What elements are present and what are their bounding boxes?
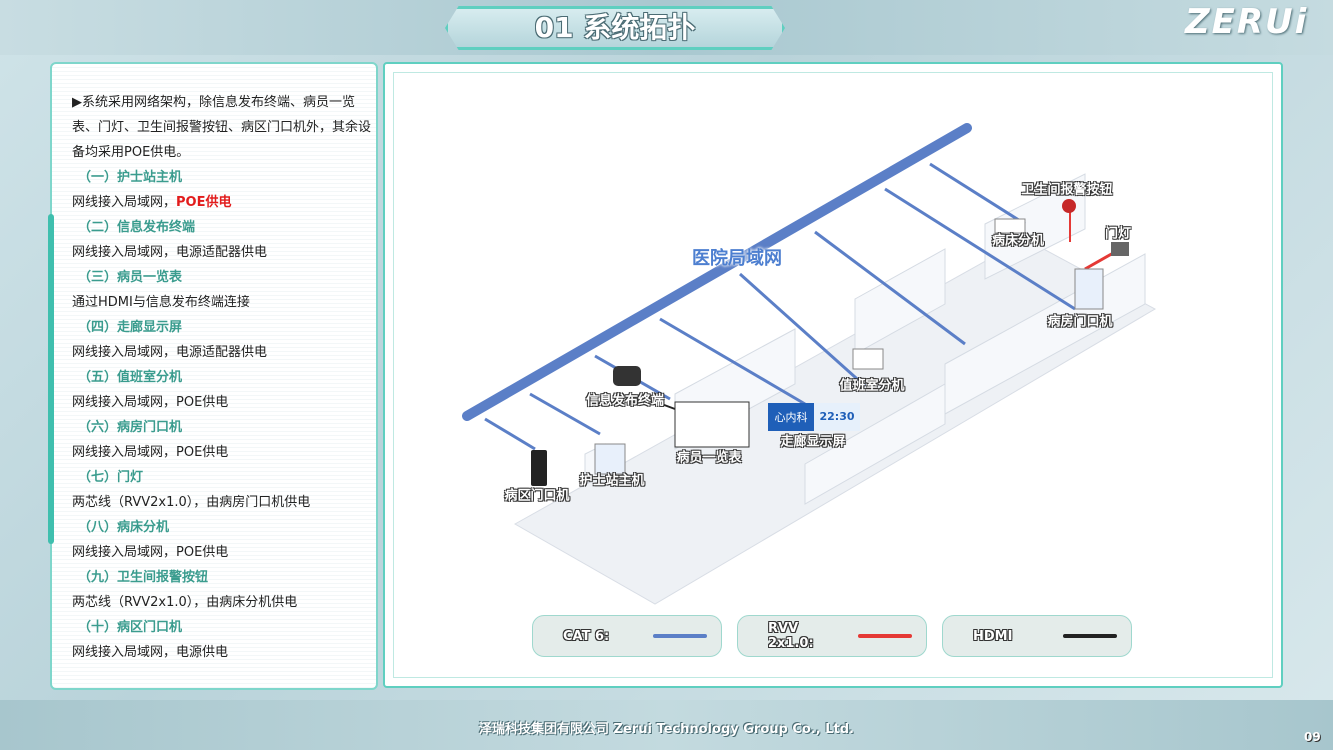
legend-label: RVV 2x1.0: [768, 621, 814, 651]
label-patient-list: 病员一览表 [676, 450, 742, 466]
corridor-screen: 心内科 22:30 [768, 403, 860, 431]
label-corridor-screen: 走廊显示屏 [780, 434, 846, 450]
page-title: 01 系统拓扑 [534, 11, 696, 44]
desc-text: 通过HDMI与信息发布终端连接 [72, 295, 250, 310]
ward-door-device-icon [1074, 268, 1104, 310]
label-toilet-alarm: 卫生间报警按钮 [1021, 182, 1113, 198]
section-heading: （十）病区门口机 [78, 620, 183, 635]
legend-hdmi: HDMI [942, 615, 1132, 657]
section-desc: 网线接入局域网，POE供电 [72, 440, 372, 465]
alarm-button-icon [1062, 199, 1076, 213]
desc-highlight: POE供电 [176, 195, 232, 210]
screen-dept: 心内科 [774, 411, 808, 424]
label-duty-ext: 值班室分机 [839, 378, 905, 394]
description-text: ▶系统采用网络架构，除信息发布终端、病员一览表、门灯、卫生间报警按钮、病区门口机… [72, 90, 372, 665]
legend-line [858, 634, 912, 638]
footer-company: 泽瑞科技集团有限公司 Zerui Technology Group Co., L… [479, 722, 854, 737]
section-heading: （九）卫生间报警按钮 [78, 570, 209, 585]
label-nurse-host: 护士站主机 [579, 473, 645, 489]
label-info-terminal: 信息发布终端 [585, 393, 665, 409]
section-heading: （五）值班室分机 [78, 370, 183, 385]
panel-accent [48, 214, 54, 544]
desc-text: 两芯线（RVV2x1.0），由病床分机供电 [72, 595, 298, 610]
section-desc: 网线接入局域网，电源供电 [72, 640, 372, 665]
screen-time: 22:30 [814, 403, 860, 431]
intro-text: ▶系统采用网络架构，除信息发布终端、病员一览表、门灯、卫生间报警按钮、病区门口机… [72, 95, 372, 160]
page-number: 09 [1304, 730, 1321, 744]
hdmi-line [639, 395, 676, 410]
desc-text: 网线接入局域网，POE供电 [72, 445, 229, 460]
section-heading: （三）病员一览表 [78, 270, 183, 285]
desc-text: 网线接入局域网，POE供电 [72, 545, 229, 560]
section-desc: 网线接入局域网，POE供电 [72, 190, 372, 215]
section-desc: 两芯线（RVV2x1.0），由病房门口机供电 [72, 490, 372, 515]
floor-plan-illustration [462, 123, 1157, 605]
desc-text: 网线接入局域网，电源供电 [72, 645, 229, 660]
door-light-icon [1111, 242, 1129, 256]
topology-panel [383, 62, 1283, 688]
desc-text: 网线接入局域网，电源适配器供电 [72, 345, 268, 360]
section-heading: （六）病房门口机 [78, 420, 183, 435]
section-desc: 网线接入局域网，POE供电 [72, 540, 372, 565]
label-area-door: 病区门口机 [504, 488, 570, 504]
bed-ext-icon [994, 218, 1026, 234]
legend-label: CAT 6: [563, 628, 610, 644]
section-desc: 两芯线（RVV2x1.0），由病床分机供电 [72, 590, 372, 615]
patient-list-screen [674, 401, 750, 448]
lan-backbone [462, 123, 972, 421]
title-frame [445, 6, 785, 50]
desc-text: 两芯线（RVV2x1.0），由病房门口机供电 [72, 495, 311, 510]
label-door-light: 门灯 [1104, 226, 1132, 242]
logo: ZERUi [1185, 2, 1309, 42]
section-desc: 通过HDMI与信息发布终端连接 [72, 290, 372, 315]
section-heading: （二）信息发布终端 [78, 220, 196, 235]
label-ward-door: 病房门口机 [1047, 314, 1113, 330]
info-terminal-icon [613, 366, 641, 386]
legend-rvv: RVV 2x1.0: [737, 615, 927, 657]
lan-label: 医院局域网 [692, 248, 782, 269]
section-desc: 网线接入局域网，电源适配器供电 [72, 240, 372, 265]
section-heading: （四）走廊显示屏 [78, 320, 183, 335]
nurse-host-icon [594, 443, 626, 475]
legend-cat6: CAT 6: [532, 615, 722, 657]
label-bed-ext: 病床分机 [991, 233, 1045, 249]
footer-bar [0, 700, 1333, 750]
section-heading: （一）护士站主机 [78, 170, 183, 185]
section-heading: （七）门灯 [78, 470, 144, 485]
desc-text: 网线接入局域网， [72, 195, 177, 210]
description-panel: ▶系统采用网络架构，除信息发布终端、病员一览表、门灯、卫生间报警按钮、病区门口机… [48, 62, 378, 690]
area-door-device-icon [531, 450, 547, 486]
section-heading: （八）病床分机 [78, 520, 170, 535]
desc-text: 网线接入局域网，电源适配器供电 [72, 245, 268, 260]
section-desc: 网线接入局域网，POE供电 [72, 390, 372, 415]
legend-label: HDMI [973, 628, 1013, 644]
section-desc: 网线接入局域网，电源适配器供电 [72, 340, 372, 365]
duty-ext-icon [852, 348, 884, 370]
desc-text: 网线接入局域网，POE供电 [72, 395, 229, 410]
legend-line [1063, 634, 1117, 638]
legend-line [653, 634, 707, 638]
